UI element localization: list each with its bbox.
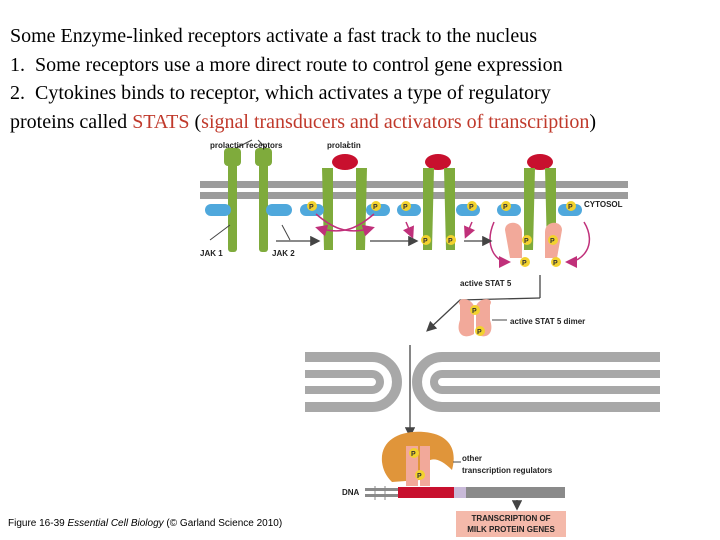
svg-text:P: P (448, 238, 453, 245)
prolactin-ligand (332, 154, 358, 170)
bullet-2-cont-prefix: proteins called (10, 110, 133, 133)
active-stat5-dimer: P P (458, 299, 492, 337)
svg-text:P: P (403, 204, 408, 211)
bullet-2-text: Cytokines binds to receptor, which activ… (35, 82, 551, 104)
jak2-kinase (266, 204, 292, 216)
prolactin-receptors-label: prolactin receptors (210, 141, 283, 150)
svg-text:P: P (411, 451, 416, 458)
svg-text:P: P (524, 238, 529, 245)
svg-text:P: P (423, 238, 428, 245)
slide-title: Some Enzyme-linked receptors activate a … (10, 25, 538, 47)
bullet-1-text: Some receptors use a more direct route t… (35, 53, 563, 76)
bullet-1-number: 1. (10, 53, 25, 76)
slide-text: Some Enzyme-linked receptors activate a … (10, 22, 720, 136)
stats-term: STATS (132, 110, 190, 133)
svg-text:P: P (550, 238, 555, 245)
stats-expansion: signal transducers and activators of tra… (201, 110, 590, 133)
cytosol-label: CYTOSOL (584, 200, 623, 209)
bullet-point-1: 1. Some receptors use a more direct rout… (10, 51, 720, 80)
dna-strand (365, 486, 565, 500)
bullet-point-2-continued: proteins called STATS (signal transducer… (10, 108, 720, 137)
stat-binding-site (398, 487, 454, 498)
bullet-point-2: 2. Cytokines binds to receptor, which ac… (10, 79, 720, 108)
other-regulators-label-1: other (462, 454, 482, 463)
svg-text:P: P (373, 204, 378, 211)
svg-text:P: P (503, 204, 508, 211)
transcription-complex: P P (381, 431, 454, 486)
bullet-2-number: 2. (10, 82, 25, 104)
caption-publisher: (© Garland Science 2010) (163, 518, 283, 529)
receptor-pair-bound-2: P P P P (397, 154, 480, 250)
caption-figure-number: Figure 16-39 (8, 518, 68, 529)
svg-text:P: P (522, 260, 527, 267)
transcription-label-2: MILK PROTEIN GENES (467, 525, 555, 534)
jak1-label: JAK 1 (200, 249, 223, 258)
plasma-membrane (200, 181, 628, 199)
other-regulators-label-2: transcription regulators (462, 466, 553, 475)
svg-text:P: P (568, 204, 573, 211)
paren-close: ) (589, 110, 597, 133)
caption-book-title: Essential Cell Biology (67, 518, 164, 529)
svg-text:P: P (472, 308, 477, 315)
svg-text:P: P (469, 204, 474, 211)
receptor-right (259, 152, 268, 252)
receptor-pair-with-stat: P P P P P P (489, 154, 590, 268)
figure-caption: Figure 16-39 Essential Cell Biology (© G… (8, 518, 282, 529)
active-stat5-dimer-label: active STAT 5 dimer (510, 317, 585, 326)
transcription-label-1: TRANSCRIPTION OF (471, 514, 550, 523)
svg-text:P: P (417, 473, 422, 480)
receptor-pair-unbound (205, 148, 292, 252)
active-stat5-label: active STAT 5 (460, 279, 512, 288)
stat5-protein (505, 222, 522, 258)
svg-text:P: P (553, 260, 558, 267)
dna-label: DNA (342, 488, 360, 497)
transcription-box: TRANSCRIPTION OF MILK PROTEIN GENES (456, 511, 566, 537)
svg-text:P: P (309, 204, 314, 211)
paren-open: ( (189, 110, 202, 133)
svg-text:P: P (477, 329, 482, 336)
jak2-label: JAK 2 (272, 249, 295, 258)
prolactin-label: prolactin (327, 141, 361, 150)
nuclear-envelope (305, 352, 660, 412)
jak1-kinase (205, 204, 231, 216)
receptor-pair-bound-1: P P (300, 154, 390, 250)
receptor-left (228, 152, 237, 252)
